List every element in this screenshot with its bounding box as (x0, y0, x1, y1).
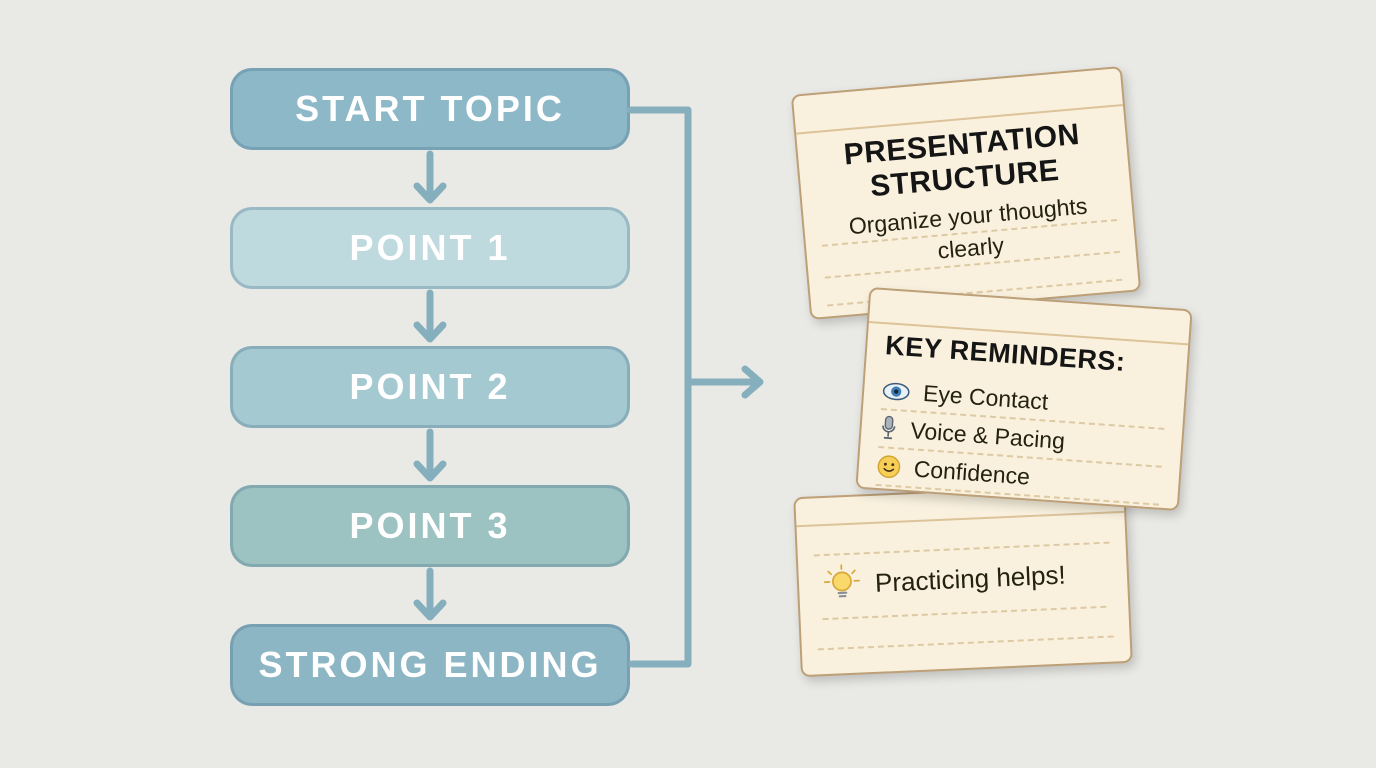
flow-node-start-topic: START TOPIC (230, 68, 630, 150)
list-item-label: Confidence (913, 455, 1031, 490)
card-title: KEY REMINDERS: (884, 330, 1127, 377)
flow-node-point-3: POINT 3 (230, 485, 630, 567)
card-practicing-helps: Practicing helps! (793, 482, 1133, 678)
flow-node-label: STRONG ENDING (258, 644, 602, 685)
lightbulb-icon (820, 562, 864, 606)
microphone-icon (879, 414, 899, 443)
list-item-label: Eye Contact (922, 379, 1050, 415)
eye-icon (882, 381, 911, 402)
flow-node-label: POINT 3 (349, 505, 511, 546)
list-item: Confidence (875, 447, 1162, 506)
right-arrowhead-icon (741, 365, 764, 399)
smiley-icon (876, 454, 902, 480)
list-item: Eye Contact (880, 372, 1167, 430)
down-arrowhead-icon (413, 460, 447, 482)
card-top-rule (796, 510, 1125, 528)
reminder-list: Eye Contact Voice & Pacing (875, 372, 1167, 506)
flow-node-point-2: POINT 2 (230, 346, 630, 428)
practice-note: Practicing helps! (820, 551, 1107, 621)
flow-connectors (413, 106, 764, 668)
list-item: Voice & Pacing (878, 410, 1165, 468)
down-arrowhead-icon (413, 182, 447, 204)
list-item-label: Voice & Pacing (909, 416, 1066, 454)
ruled-line (817, 635, 1114, 651)
down-arrowhead-icon (413, 321, 447, 343)
practice-note-text: Practicing helps! (874, 559, 1067, 598)
flow-node-label: POINT 1 (349, 227, 511, 268)
card-key-reminders: KEY REMINDERS: Eye Contact (855, 286, 1193, 512)
flow-node-label: START TOPIC (295, 88, 565, 129)
flow-node-point-1: POINT 1 (230, 207, 630, 289)
side-connector (626, 106, 692, 668)
flow-node-strong-ending: STRONG ENDING (230, 624, 630, 706)
flow-node-label: POINT 2 (349, 366, 511, 407)
card-presentation-structure: PRESENTATION STRUCTURE Organize your tho… (790, 65, 1142, 321)
down-arrowhead-icon (413, 599, 447, 621)
